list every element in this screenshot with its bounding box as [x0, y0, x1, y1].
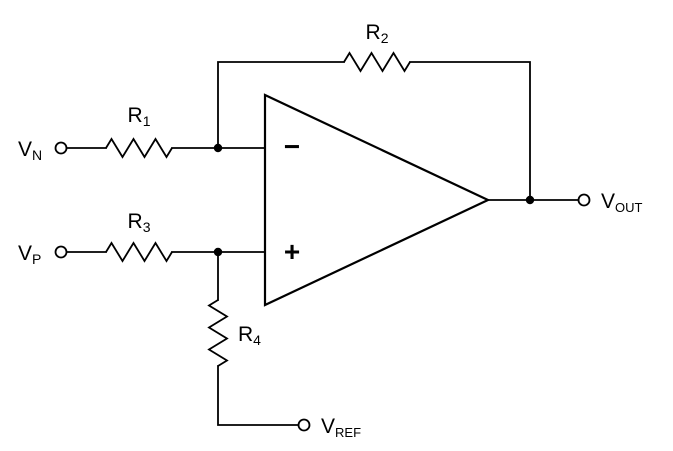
label-vout: VOUT — [601, 190, 643, 215]
terminal-vout — [577, 193, 591, 207]
label-vn: VN — [18, 138, 42, 163]
terminal-vp — [54, 245, 68, 259]
resistor-r3-symbol — [105, 241, 173, 263]
junction-inverting-node — [213, 143, 223, 153]
junctions — [213, 143, 535, 257]
resistor-r2-symbol — [343, 51, 411, 73]
label-r4: R4 — [238, 323, 261, 348]
resistor-r4-symbol — [207, 299, 229, 367]
junction-output-node — [525, 195, 535, 205]
terminal-vref — [297, 418, 311, 432]
opamp-inverting-sign: − — [284, 131, 300, 162]
junction-noninverting-node — [213, 247, 223, 257]
resistor-r1-symbol — [105, 137, 173, 159]
wire-feedback-left — [217, 61, 345, 149]
label-vp: VP — [18, 242, 41, 267]
label-vref: VREF — [321, 415, 361, 440]
label-r1: R1 — [128, 104, 151, 129]
terminals — [54, 141, 591, 432]
opamp-triangle — [263, 93, 491, 307]
terminal-vn — [54, 141, 68, 155]
label-r3: R3 — [128, 210, 151, 235]
label-r2: R2 — [366, 21, 389, 46]
wire-feedback-right — [409, 61, 531, 201]
wire-r4-to-vref — [217, 365, 299, 426]
opamp-noninverting-sign: + — [284, 236, 300, 267]
resistors — [105, 51, 411, 367]
